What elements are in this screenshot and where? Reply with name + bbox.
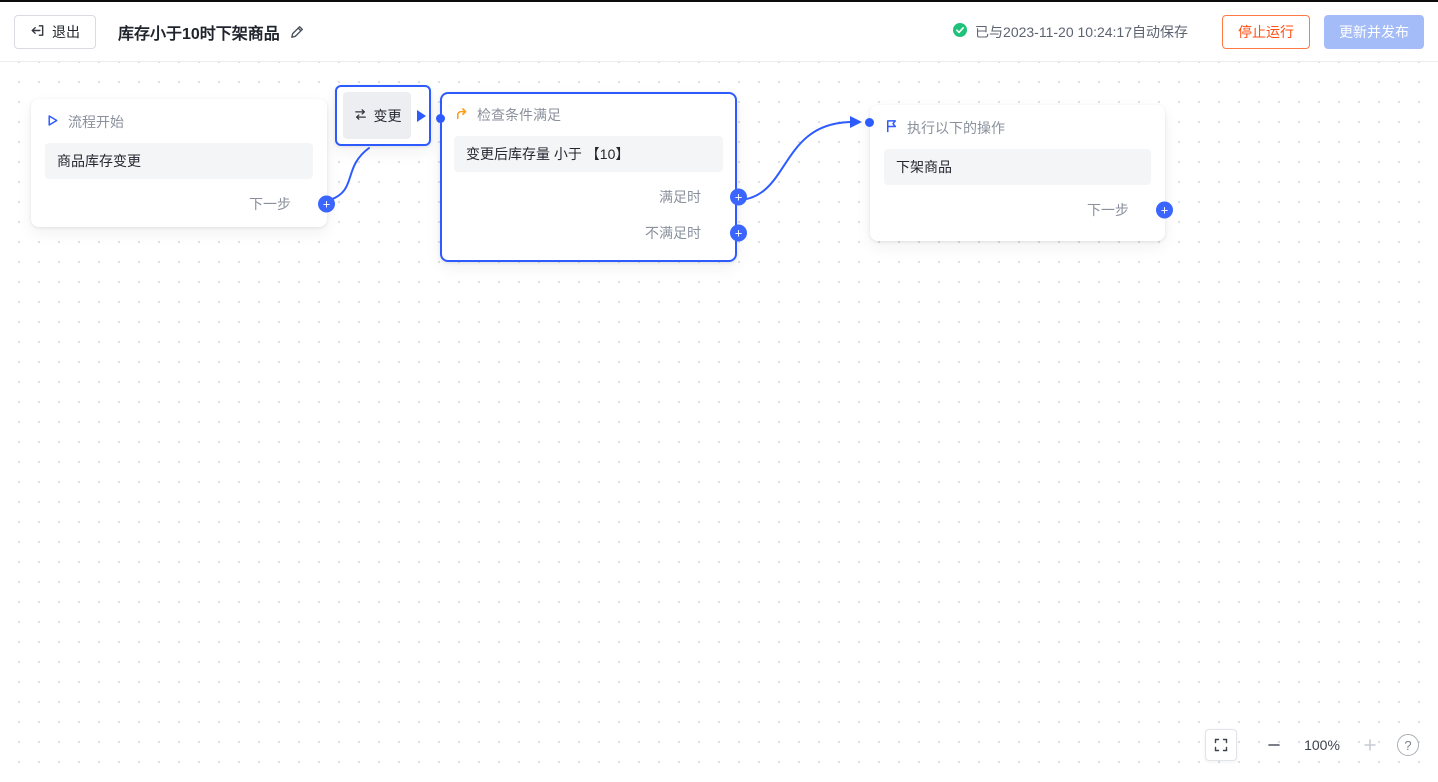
exit-button[interactable]: 退出 bbox=[14, 14, 96, 49]
update-publish-button[interactable]: 更新并发布 bbox=[1324, 14, 1424, 49]
node-action-content[interactable]: 下架商品 bbox=[884, 149, 1151, 185]
add-next-step-button[interactable] bbox=[318, 195, 335, 213]
node-start-header: 流程开始 bbox=[45, 112, 313, 132]
input-port-dot[interactable] bbox=[436, 114, 445, 123]
node-trigger-change[interactable]: 变更 bbox=[335, 85, 431, 146]
node-action[interactable]: 执行以下的操作 下架商品 下一步 bbox=[865, 105, 1173, 241]
zoom-level: 100% bbox=[1304, 737, 1340, 753]
node-condition-content[interactable]: 变更后库存量 小于 【10】 bbox=[454, 136, 723, 172]
trigger-chip[interactable]: 变更 bbox=[343, 92, 411, 139]
header: 退出 库存小于10时下架商品 已与2023-11-20 10:24:17自动保存… bbox=[0, 2, 1438, 62]
when-not-met-label: 不满足时 bbox=[645, 225, 701, 241]
node-start-title: 流程开始 bbox=[68, 114, 124, 130]
flag-icon bbox=[884, 119, 899, 137]
canvas-controls: 100% bbox=[1205, 729, 1419, 761]
when-met-label: 满足时 bbox=[659, 189, 701, 205]
node-condition[interactable]: 检查条件满足 变更后库存量 小于 【10】 满足时 不满足时 bbox=[436, 92, 747, 262]
node-action-title: 执行以下的操作 bbox=[907, 120, 1005, 136]
node-condition-header: 检查条件满足 bbox=[454, 105, 723, 125]
branch-icon bbox=[454, 106, 469, 124]
stop-run-button[interactable]: 停止运行 bbox=[1222, 14, 1310, 49]
condition-not-met-row: 不满足时 bbox=[454, 222, 747, 244]
autosave-status: 已与2023-11-20 10:24:17自动保存 bbox=[952, 22, 1188, 42]
edit-title-icon[interactable] bbox=[289, 24, 305, 40]
wire-start-to-trigger bbox=[329, 147, 370, 201]
autosave-check-icon bbox=[952, 22, 968, 41]
zoom-out-button[interactable] bbox=[1262, 733, 1286, 757]
wire-arrowhead bbox=[850, 116, 862, 128]
trigger-label: 变更 bbox=[373, 107, 402, 124]
play-icon bbox=[45, 113, 60, 131]
add-when-not-met-button[interactable] bbox=[730, 224, 747, 242]
autosave-text: 已与2023-11-20 10:24:17自动保存 bbox=[975, 23, 1188, 40]
window-top-edge bbox=[0, 0, 1438, 2]
flow-canvas[interactable]: 流程开始 商品库存变更 下一步 变更 bbox=[0, 62, 1438, 781]
add-next-step-button[interactable] bbox=[1156, 201, 1173, 219]
input-port-dot[interactable] bbox=[865, 118, 874, 127]
wire-condition-to-action bbox=[739, 121, 851, 201]
exit-icon bbox=[30, 23, 45, 41]
help-icon[interactable] bbox=[1397, 734, 1419, 756]
add-when-met-button[interactable] bbox=[730, 188, 747, 206]
output-port-arrow[interactable] bbox=[417, 109, 426, 122]
header-actions: 已与2023-11-20 10:24:17自动保存 停止运行 更新并发布 bbox=[952, 14, 1424, 49]
title-area: 库存小于10时下架商品 bbox=[118, 20, 305, 44]
exit-label: 退出 bbox=[52, 23, 80, 40]
page-title: 库存小于10时下架商品 bbox=[118, 25, 280, 43]
node-start-next-row: 下一步 bbox=[45, 193, 335, 215]
node-start-content[interactable]: 商品库存变更 bbox=[45, 143, 313, 179]
condition-met-row: 满足时 bbox=[454, 186, 747, 208]
zoom-in-button[interactable] bbox=[1358, 733, 1382, 757]
node-action-next-row: 下一步 bbox=[884, 199, 1173, 221]
next-step-label: 下一步 bbox=[249, 196, 291, 212]
node-action-header: 执行以下的操作 bbox=[884, 118, 1151, 138]
node-condition-title: 检查条件满足 bbox=[477, 107, 561, 123]
next-step-label: 下一步 bbox=[1087, 202, 1129, 218]
fit-view-button[interactable] bbox=[1205, 729, 1237, 761]
node-flow-start[interactable]: 流程开始 商品库存变更 下一步 bbox=[31, 99, 335, 227]
swap-arrows-icon bbox=[353, 107, 368, 125]
